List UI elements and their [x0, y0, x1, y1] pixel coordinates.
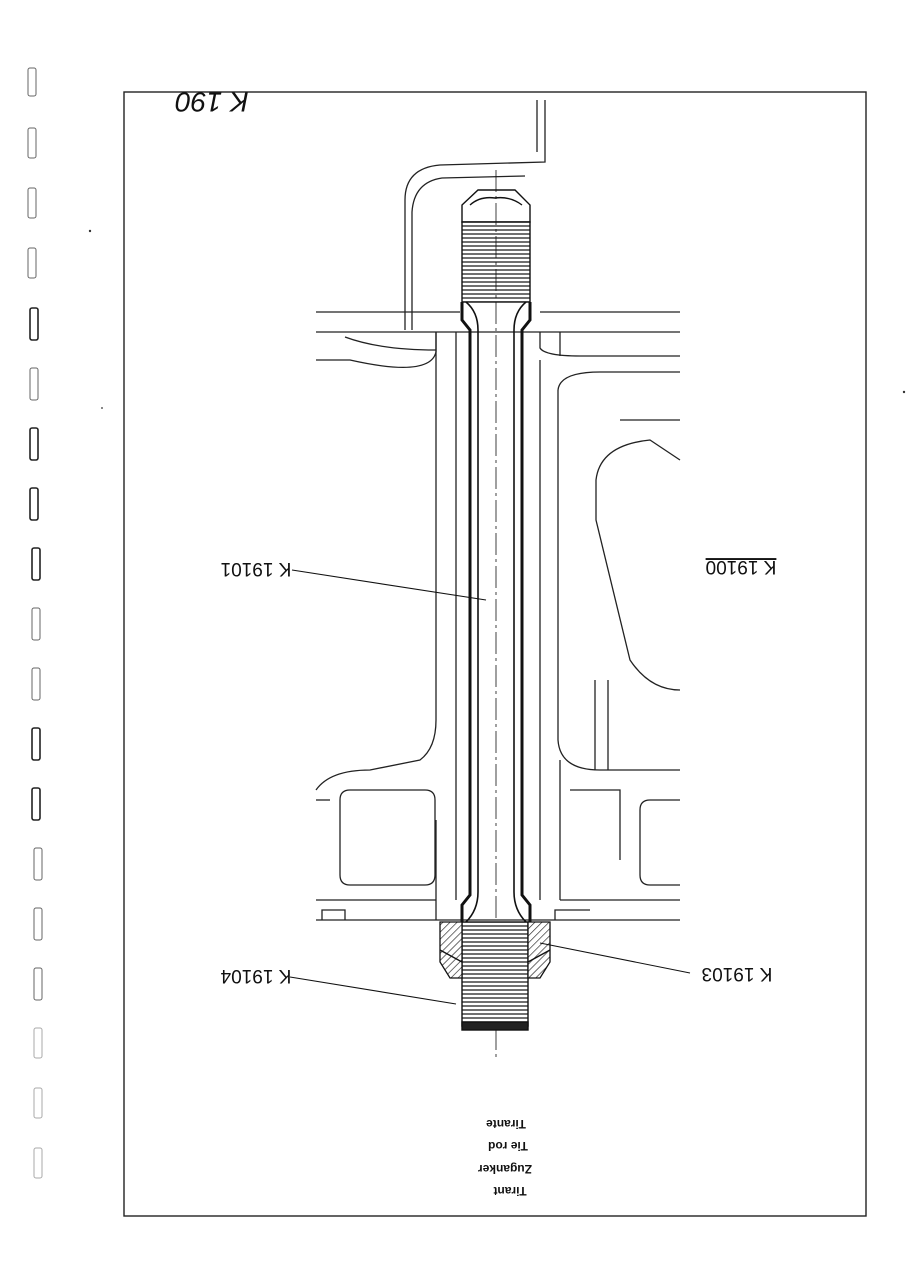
title-block: Tirant Zuganker Tie rod Tirante — [478, 1117, 532, 1198]
title-line: Tie rod — [488, 1139, 528, 1153]
label-frame: K 19100 — [706, 556, 777, 577]
label-washer-end: K 19104 — [220, 965, 291, 986]
nut — [439, 921, 551, 979]
binder-holes — [27, 67, 43, 1179]
label-nut: K 19103 — [702, 963, 773, 984]
sheet-number: K 190 — [175, 87, 249, 118]
leader-lines — [289, 569, 691, 1005]
title-line: Tirant — [493, 1184, 526, 1198]
title-line: Zuganker — [478, 1162, 532, 1176]
tie-rod — [460, 170, 532, 1060]
scan-specks — [88, 229, 906, 409]
label-tie-rod: K 19101 — [221, 558, 292, 579]
frame-casting — [315, 100, 681, 921]
sheet-border — [123, 91, 867, 1217]
title-line: Tirante — [486, 1117, 526, 1131]
